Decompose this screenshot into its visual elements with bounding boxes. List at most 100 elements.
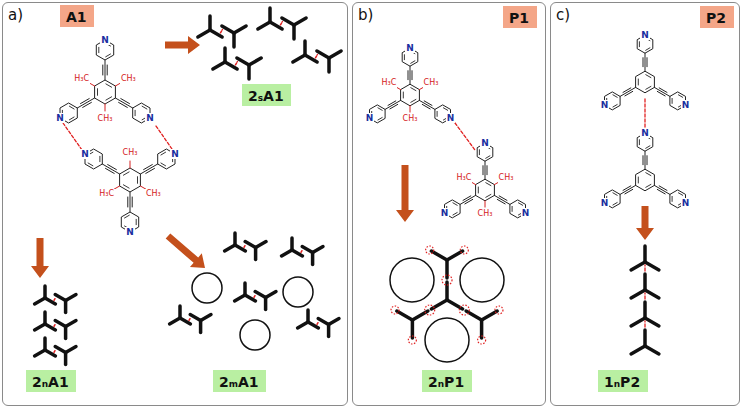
panel-frame: c)P21ₙP2	[550, 2, 740, 406]
hydrogen-bond-ring	[460, 246, 468, 254]
tripod-arm	[245, 295, 255, 301]
alkyne-bond	[485, 161, 486, 179]
double-bond	[411, 61, 415, 64]
assembly-label: 2ₙP1	[422, 370, 472, 392]
tripod-arm	[327, 325, 331, 337]
tripod-arm	[292, 250, 302, 256]
methyl-label: H₃C	[456, 173, 473, 183]
alkyne-bond	[121, 99, 130, 104]
tripod-arm	[313, 247, 323, 253]
atom-label: N	[440, 208, 450, 218]
double-bond	[479, 150, 480, 155]
tripod-arm	[55, 295, 65, 301]
process-arrow	[31, 238, 49, 278]
tripod-arm	[290, 238, 294, 250]
double-bond	[486, 194, 491, 197]
double-bond	[135, 110, 136, 115]
double-bond	[88, 163, 93, 166]
tripod-arm	[447, 300, 463, 309]
alkyne-bond	[102, 164, 119, 174]
alkyne-bond	[422, 104, 430, 109]
methyl-label: CH₃	[122, 148, 139, 158]
tripod-arm	[631, 318, 645, 326]
hydrogen-bond	[244, 245, 246, 248]
tripod-arm	[66, 295, 76, 301]
tripod-arm	[329, 319, 339, 325]
tripod-arm	[247, 65, 251, 79]
double-bond	[443, 108, 447, 111]
hydrogen-bond-ring	[426, 246, 434, 254]
tripod-arm	[55, 347, 65, 353]
alkyne-bond	[625, 189, 633, 194]
tripod-arm	[643, 246, 647, 262]
double-bond	[411, 88, 416, 91]
tripod-arm	[243, 283, 247, 295]
methyl-label: CH₃	[402, 114, 419, 124]
double-bond	[678, 193, 682, 196]
tripod-arm	[245, 242, 255, 248]
tripod-arm	[631, 346, 645, 354]
alkyne-bond	[106, 168, 115, 173]
benzene-ring	[95, 80, 116, 104]
double-bond	[98, 47, 99, 52]
hydrogen-bond	[54, 324, 56, 327]
tripod-arm	[317, 51, 329, 58]
alkyne-bond	[77, 98, 94, 108]
alkyne-bond	[620, 185, 636, 194]
hydrogen-bond	[54, 298, 56, 301]
alkyne-bond	[620, 87, 636, 96]
alkyne-bond	[140, 164, 157, 174]
atom-label: N	[170, 149, 180, 159]
alkyne-bond	[390, 104, 398, 109]
tripod-arm	[45, 350, 55, 356]
compound-name: A1	[66, 8, 87, 26]
tripod-arm	[305, 55, 317, 62]
hydrogen-bond	[316, 55, 318, 58]
methyl-label: CH₃	[145, 189, 162, 199]
double-bond	[646, 173, 651, 176]
double-bond	[136, 219, 137, 224]
motif-name: 2ₛA1	[248, 87, 284, 105]
methyl-bond	[485, 201, 486, 207]
tripod-arm	[645, 346, 659, 354]
tripod-arm	[178, 306, 182, 318]
double-bond	[378, 108, 382, 111]
panel-letter: a)	[8, 6, 23, 24]
methyl-label: CH₃	[423, 78, 440, 88]
alkyne-bond	[119, 102, 128, 107]
tripod-arm	[293, 55, 305, 62]
tripod-arm	[225, 62, 237, 69]
alkyne-bond	[659, 88, 667, 93]
tripod-arm	[43, 312, 47, 324]
tripod-arm	[282, 18, 294, 25]
alkyne-bond	[130, 192, 131, 212]
hydrogen-bond	[644, 265, 645, 271]
alkyne-bond	[645, 151, 646, 169]
panel-frame: a)A12ₛA12ₙA12ₘA1	[2, 2, 348, 406]
alkyne-bond	[463, 196, 471, 201]
alkyne-bond	[654, 87, 670, 96]
hydrogen-bond	[301, 250, 303, 253]
alkyne-bond	[643, 58, 644, 67]
atom-label: N	[681, 100, 691, 110]
atom-label: N	[681, 198, 691, 208]
alkyne-bond	[408, 71, 409, 80]
double-bond	[486, 156, 490, 159]
tripod-arm	[225, 245, 235, 251]
assembly-label: 2ₛA1	[242, 84, 291, 106]
hydrogen-bond	[54, 350, 56, 353]
atom-label: N	[145, 113, 155, 123]
double-bond	[161, 152, 166, 155]
alkyne-bond	[83, 102, 92, 107]
alkyne-bond	[146, 168, 155, 173]
double-bond	[106, 84, 112, 87]
methyl-bond	[105, 104, 106, 111]
methyl-bond	[410, 106, 411, 112]
tripod-arm	[234, 26, 246, 33]
panel-letter: c)	[556, 6, 570, 24]
tripod-arm	[480, 320, 484, 338]
double-bond	[142, 106, 147, 109]
compound-label: P1	[503, 6, 537, 28]
panel-frame: b)P12ₙP1	[352, 2, 546, 406]
tripod-arm	[170, 318, 180, 324]
